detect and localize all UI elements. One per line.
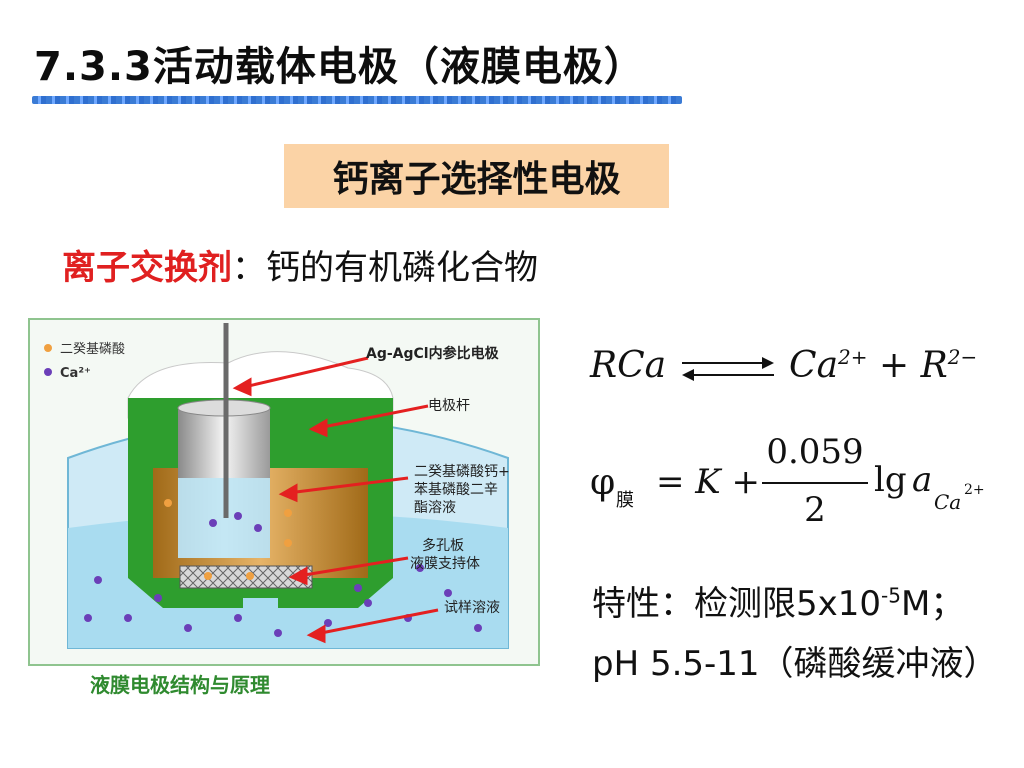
label-ref: Ag-AgCl内参比电极 bbox=[366, 345, 500, 362]
ca-ions bbox=[84, 512, 482, 637]
label-sample: 试样溶液 bbox=[444, 600, 500, 616]
label-sol3: 酯溶液 bbox=[414, 500, 456, 516]
exchanger-value: 钙的有机磷化合物 bbox=[266, 248, 538, 288]
equilibrium-arrow-icon bbox=[681, 357, 774, 381]
porous-plate-shape bbox=[179, 565, 313, 589]
label-plate2: 液膜支持体 bbox=[410, 556, 480, 572]
label-sol2: 苯基磷酸二辛 bbox=[414, 481, 498, 498]
property-line: 特性：检测限5x10-5M； bbox=[592, 583, 965, 624]
label-rod: 电极杆 bbox=[428, 398, 470, 414]
label-plate1: 多孔板 bbox=[422, 537, 464, 554]
page-title: 7.3.3活动载体电极（液膜电极） bbox=[34, 44, 645, 90]
exchanger-sep: ： bbox=[232, 248, 266, 288]
subtitle-box: 钙离子选择性电极 bbox=[284, 144, 669, 208]
eq1-left: RCa bbox=[590, 345, 667, 386]
potential-equation: φ 膜 = K + 0.059 2 lg a Ca 2+ bbox=[590, 432, 985, 530]
eq1-r: R bbox=[920, 345, 948, 386]
exchanger-line: 离子交换剂：钙的有机磷化合物 bbox=[62, 240, 538, 289]
ph-line: pH 5.5-11（磷酸缓冲液） bbox=[592, 644, 998, 684]
reaction-equation: RCa Ca2+ + R2− bbox=[590, 345, 978, 386]
phosphate-ions bbox=[164, 499, 292, 580]
subtitle-text: 钙离子选择性电极 bbox=[332, 159, 621, 200]
legend-ca: Ca²⁺ bbox=[60, 366, 91, 381]
electrode-diagram: 二癸基磷酸 Ca²⁺ Ag-AgCl内参比电极 电极杆 二癸基磷酸钙+ 苯基磷酸… bbox=[28, 318, 540, 697]
label-sol1: 二癸基磷酸钙+ bbox=[414, 463, 510, 480]
exchanger-label: 离子交换剂 bbox=[62, 248, 232, 288]
fraction-bar bbox=[762, 482, 868, 484]
eq1-ca: Ca bbox=[789, 345, 839, 386]
title-underline bbox=[32, 96, 682, 104]
diagram-caption: 液膜电极结构与原理 bbox=[90, 673, 270, 697]
legend-phosphate: 二癸基磷酸 bbox=[60, 342, 125, 357]
